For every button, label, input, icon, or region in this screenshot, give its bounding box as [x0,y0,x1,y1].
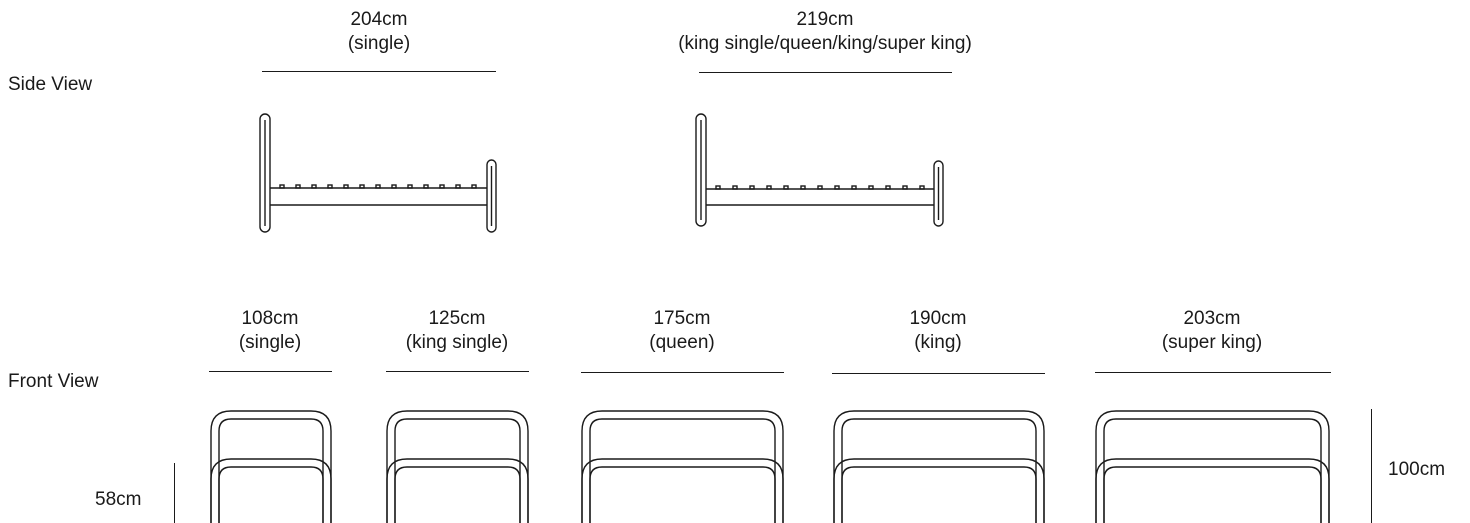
head-height-line [1371,409,1372,523]
side-view-bed-single [259,113,497,233]
front-dim-queen-size: 175cm [653,308,711,329]
front-view-bed-king [833,410,1045,523]
foot-height-label: 58cm [95,489,142,510]
side-dim-single: 204cm (single) [348,8,410,56]
front-dim-king-single-name: (king single) [405,332,509,353]
side-view-label: Side View [8,74,93,95]
front-dim-queen: 175cm (queen) [649,307,715,355]
side-dim-large-size: 219cm [796,9,854,30]
side-dim-large-line [699,72,952,73]
front-dim-king-name: (king) [914,332,962,353]
front-dim-single-line [209,371,332,372]
side-dim-large-name: (king single/queen/king/super king) [678,33,972,54]
front-dim-single-size: 108cm [241,308,299,329]
side-dim-single-name: (single) [347,33,411,54]
side-dim-single-size: 204cm [350,9,408,30]
front-dim-king-single-line [386,371,529,372]
front-dim-single-name: (single) [238,332,302,353]
front-view-bed-single [210,410,332,523]
side-view-bed-large [695,113,944,227]
foot-height-line [174,463,175,523]
front-dim-queen-name: (queen) [649,332,715,353]
front-dim-queen-line [581,372,784,373]
front-view-bed-king-single [386,410,529,523]
front-dim-super-king: 203cm (super king) [1162,307,1262,355]
front-view-bed-super-king [1095,410,1330,523]
front-view-bed-queen [581,410,784,523]
side-dim-large: 219cm (king single/queen/king/super king… [678,8,972,56]
front-dim-king-size: 190cm [909,308,967,329]
front-dim-king-line [832,373,1045,374]
side-dim-single-line [262,71,496,72]
front-dim-king-single-size: 125cm [428,308,486,329]
front-view-label: Front View [8,371,99,392]
front-dim-super-king-line [1095,372,1331,373]
front-dim-super-king-name: (super king) [1161,332,1263,353]
front-dim-single: 108cm (single) [239,307,301,355]
front-dim-king-single: 125cm (king single) [406,307,508,355]
head-height-label: 100cm [1388,459,1446,480]
front-dim-king: 190cm (king) [909,307,966,355]
front-dim-super-king-size: 203cm [1183,308,1241,329]
